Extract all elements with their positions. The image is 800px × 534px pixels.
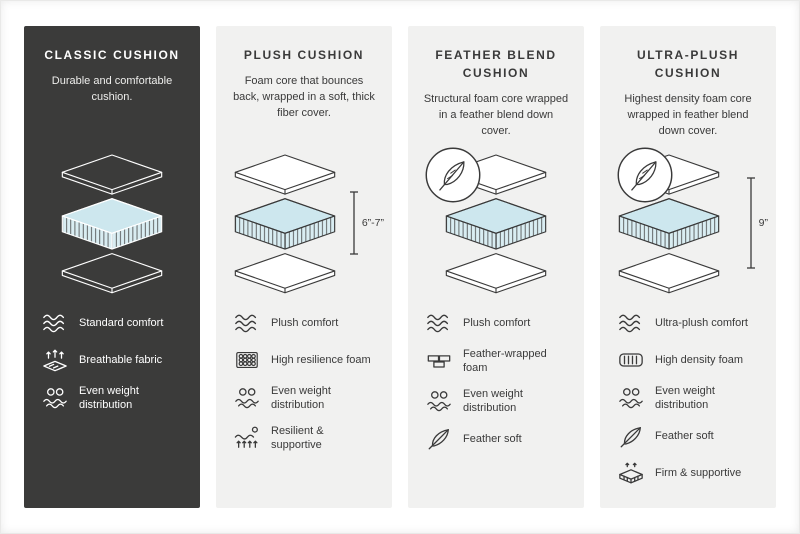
even-weight-icon bbox=[232, 385, 262, 411]
feature-row: Even weight distribution bbox=[616, 384, 760, 413]
waves-icon bbox=[40, 310, 70, 336]
feature-row: Ultra-plush comfort bbox=[616, 310, 760, 336]
feature-label: Feather-wrapped foam bbox=[463, 348, 547, 375]
feather-icon bbox=[616, 424, 646, 450]
firm-supportive-icon bbox=[616, 461, 646, 487]
feature-list: Standard comfort Breathable fabric Even … bbox=[37, 310, 187, 413]
column-header: FEATHER BLEND CUSHION Structural foam co… bbox=[421, 46, 571, 144]
resilient-icon bbox=[232, 425, 262, 451]
feather-icon bbox=[424, 426, 454, 452]
measure-label: 6”-7” bbox=[361, 217, 384, 229]
feature-list: Plush comfort Feather-wrapped foam Even … bbox=[421, 310, 571, 452]
feature-label: Standard comfort bbox=[79, 316, 164, 329]
waves-icon bbox=[616, 310, 646, 336]
column-title: CLASSIC CUSHION bbox=[44, 48, 180, 62]
measure-bracket-icon bbox=[746, 177, 755, 269]
feature-label: Even weight distribution bbox=[463, 387, 523, 414]
feature-row: Breathable fabric bbox=[40, 347, 184, 373]
measure-bracket-icon bbox=[349, 191, 358, 255]
column-header: ULTRA-PLUSH CUSHION Highest density foam… bbox=[613, 46, 763, 144]
column-title: FEATHER BLEND CUSHION bbox=[435, 48, 557, 80]
cushion-diagram bbox=[37, 148, 187, 298]
cushion-diagram: 6”-7” bbox=[229, 148, 384, 298]
density-foam-icon bbox=[616, 347, 646, 373]
column-feather-blend-cushion: FEATHER BLEND CUSHION Structural foam co… bbox=[408, 26, 584, 508]
feature-list: Plush comfort High resilience foam Even … bbox=[229, 310, 379, 452]
feature-row: Resilient & supportive bbox=[232, 424, 376, 453]
measure-label: 9” bbox=[758, 217, 768, 229]
feature-list: Ultra-plush comfort High density foam Ev… bbox=[613, 310, 763, 487]
waves-icon bbox=[424, 310, 454, 336]
feature-label: Ultra-plush comfort bbox=[655, 316, 748, 329]
feature-label: Even weight distribution bbox=[655, 385, 715, 412]
column-description: Structural foam core wrapped in a feathe… bbox=[423, 93, 569, 137]
height-measure: 9” bbox=[746, 177, 768, 269]
feature-label: High density foam bbox=[655, 353, 744, 366]
feature-label: High resilience foam bbox=[271, 353, 371, 366]
feature-label: Breathable fabric bbox=[79, 353, 163, 366]
even-weight-icon bbox=[424, 388, 454, 414]
feature-label: Resilient & supportive bbox=[271, 424, 324, 451]
feature-label: Plush comfort bbox=[463, 316, 531, 329]
column-plush-cushion: PLUSH CUSHION Foam core that bounces bac… bbox=[216, 26, 392, 508]
cushion-diagram: 9” bbox=[613, 146, 768, 298]
feature-row: Plush comfort bbox=[424, 310, 568, 336]
column-header: CLASSIC CUSHION Durable and comfortable … bbox=[37, 46, 187, 144]
feature-row: Even weight distribution bbox=[232, 384, 376, 413]
even-weight-icon bbox=[616, 385, 646, 411]
cushion-diagram bbox=[421, 148, 571, 298]
column-title: PLUSH CUSHION bbox=[243, 48, 365, 62]
column-description: Highest density foam core wrapped in fea… bbox=[624, 93, 752, 137]
breathable-fabric-icon bbox=[40, 347, 70, 373]
feature-row: High density foam bbox=[616, 347, 760, 373]
feature-label: Feather soft bbox=[463, 433, 522, 446]
feature-label: Plush comfort bbox=[271, 316, 339, 329]
feature-row: Plush comfort bbox=[232, 310, 376, 336]
cushion-layers-illustration bbox=[48, 152, 176, 295]
column-description: Foam core that bounces back, wrapped in … bbox=[233, 75, 375, 119]
feature-row: Feather soft bbox=[616, 424, 760, 450]
feature-row: High resilience foam bbox=[232, 347, 376, 373]
column-ultra-plush-cushion: ULTRA-PLUSH CUSHION Highest density foam… bbox=[600, 26, 776, 508]
foam-bubbles-icon bbox=[232, 347, 262, 373]
feature-row: Feather-wrapped foam bbox=[424, 347, 568, 376]
column-description: Durable and comfortable cushion. bbox=[51, 75, 173, 103]
feature-row: Even weight distribution bbox=[424, 387, 568, 416]
column-classic-cushion: CLASSIC CUSHION Durable and comfortable … bbox=[24, 26, 200, 508]
feature-row: Standard comfort bbox=[40, 310, 184, 336]
bricks-icon bbox=[424, 348, 454, 374]
feather-badge-icon bbox=[616, 146, 674, 204]
cushion-layers-illustration bbox=[221, 152, 349, 295]
feature-row: Even weight distribution bbox=[40, 384, 184, 413]
column-title: ULTRA-PLUSH CUSHION bbox=[636, 48, 740, 80]
feature-label: Feather soft bbox=[655, 430, 714, 443]
column-header: PLUSH CUSHION Foam core that bounces bac… bbox=[229, 46, 379, 144]
feature-label: Even weight distribution bbox=[79, 385, 139, 412]
height-measure: 6”-7” bbox=[349, 191, 384, 255]
feature-label: Firm & supportive bbox=[655, 467, 742, 480]
feature-row: Feather soft bbox=[424, 426, 568, 452]
feather-badge-icon bbox=[424, 146, 482, 204]
feature-label: Even weight distribution bbox=[271, 385, 331, 412]
waves-icon bbox=[232, 310, 262, 336]
even-weight-icon bbox=[40, 385, 70, 411]
feature-row: Firm & supportive bbox=[616, 461, 760, 487]
